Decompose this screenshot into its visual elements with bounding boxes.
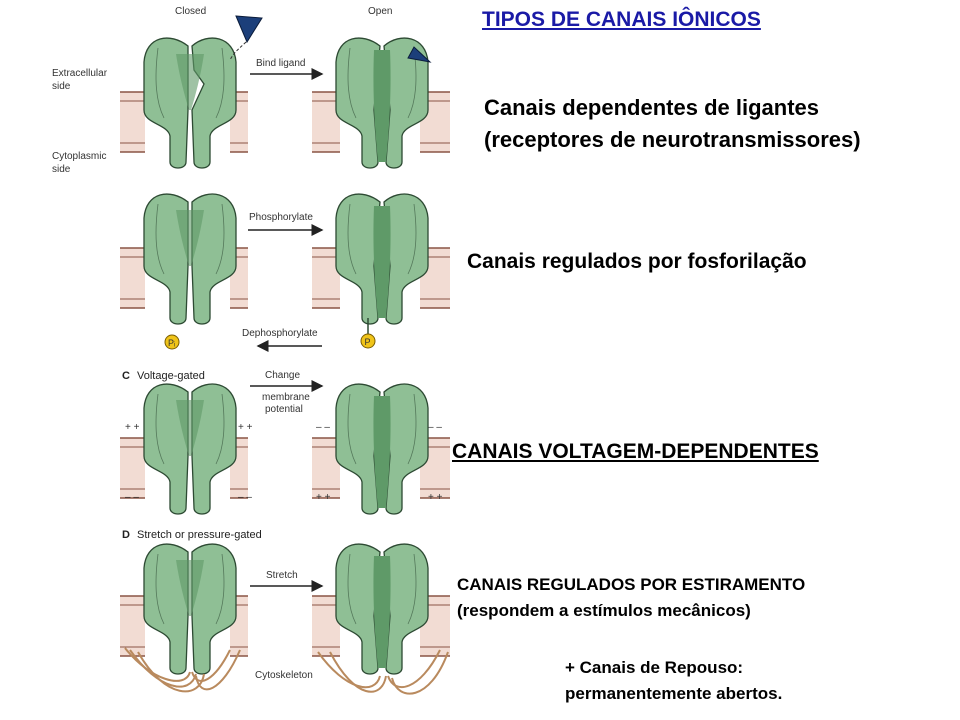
resting-channels-line-2: permanentemente abertos. — [565, 684, 783, 703]
channel-closed — [143, 37, 237, 169]
cytoskeleton-fiber — [329, 651, 387, 693]
charge-minus-left-open: – – — [316, 422, 330, 433]
channel-closed — [143, 193, 237, 325]
channel-closed — [143, 543, 237, 675]
cytoskeleton-fibers — [124, 647, 449, 695]
membrane-segment — [312, 92, 340, 152]
closed-label: Closed — [175, 6, 206, 17]
membrane-segment — [120, 248, 145, 308]
open-label: Open — [368, 6, 392, 17]
voltage-gated-description: CANAIS VOLTAGEM-DEPENDENTES — [452, 440, 819, 463]
ligand-path-dashed — [229, 41, 247, 61]
change-label: Change — [265, 370, 300, 381]
charge-plus-right-closed: + + — [238, 422, 253, 433]
panel-d-letter: D — [122, 529, 130, 541]
channel-open — [335, 193, 429, 325]
channel-open — [335, 37, 429, 169]
extracellular-label-2: side — [52, 81, 71, 92]
ligand-gated-description: Canais dependentes de ligantes (receptor… — [484, 92, 861, 156]
ligand-triangle-free — [235, 15, 263, 44]
cytoskeleton-fiber — [195, 649, 241, 691]
membrane-segment — [312, 596, 340, 656]
membrane-segment — [312, 438, 340, 498]
phosphate-bound-badge: P — [360, 318, 376, 349]
phosphate-free-badge: Pᵢ — [164, 334, 180, 350]
potential-label: potential — [265, 404, 303, 415]
cytoskeleton-fiber — [124, 647, 191, 682]
svg-text:P: P — [365, 337, 371, 347]
membrane-segment — [120, 596, 145, 656]
ligand-triangle-bound — [407, 46, 432, 63]
panel-c-title: Voltage-gated — [137, 370, 205, 382]
charge-plus-right-open: + + — [428, 492, 443, 503]
charge-plus-left-open: + + — [316, 492, 331, 503]
stretch-gated-line-1: CANAIS REGULADOS POR ESTIRAMENTO — [457, 575, 806, 594]
bind-ligand-label: Bind ligand — [256, 58, 305, 69]
phosphorylation-description: Canais regulados por fosforilação — [467, 250, 807, 273]
cytoskeleton-fiber — [191, 649, 231, 682]
stretch-gated-description: CANAIS REGULADOS POR ESTIRAMENTO (respon… — [457, 572, 805, 624]
cytoskeleton-fiber — [129, 649, 197, 688]
membrane-segment — [120, 438, 145, 498]
svg-text:Pᵢ: Pᵢ — [168, 338, 175, 348]
channel-closed — [143, 383, 237, 515]
charge-minus-right-closed: – – — [238, 492, 252, 503]
resting-channels-note: + Canais de Repouso: permanentemente abe… — [565, 655, 782, 707]
panel-d-title: Stretch or pressure-gated — [137, 529, 262, 541]
cytoskeleton-label: Cytoskeleton — [255, 670, 313, 681]
phosphorylate-label: Phosphorylate — [249, 212, 313, 223]
membrane-segment — [312, 248, 340, 308]
membrane-label: membrane — [262, 392, 310, 403]
channel-open — [335, 543, 429, 675]
ion-channel-figure: Closed Open Extracellular side Cytoplasm… — [52, 6, 450, 695]
cytoplasmic-label: Cytoplasmic — [52, 151, 106, 162]
slide-title: TIPOS DE CANAIS IÔNICOS — [482, 8, 761, 31]
cytoskeleton-fiber — [387, 649, 441, 689]
cytoskeleton-fiber — [391, 651, 449, 695]
membrane-segment — [120, 92, 145, 152]
stretch-label: Stretch — [266, 570, 298, 581]
cytoplasmic-label-2: side — [52, 164, 71, 175]
ligand-gated-line-2: (receptores de neurotransmissores) — [484, 127, 861, 152]
extracellular-label: Extracellular — [52, 68, 108, 79]
ligand-gated-line-1: Canais dependentes de ligantes — [484, 95, 819, 120]
channel-open — [335, 383, 429, 515]
stretch-gated-line-2: (respondem a estímulos mecânicos) — [457, 601, 751, 620]
charge-minus-right-open: – – — [428, 422, 442, 433]
charge-minus-left-closed: – – — [125, 492, 139, 503]
panel-c-letter: C — [122, 370, 130, 382]
charge-plus-left-closed: + + — [125, 422, 140, 433]
dephosphorylate-label: Dephosphorylate — [242, 328, 318, 339]
channel-proteins — [143, 37, 429, 675]
resting-channels-line-1: + Canais de Repouso: — [565, 658, 744, 677]
